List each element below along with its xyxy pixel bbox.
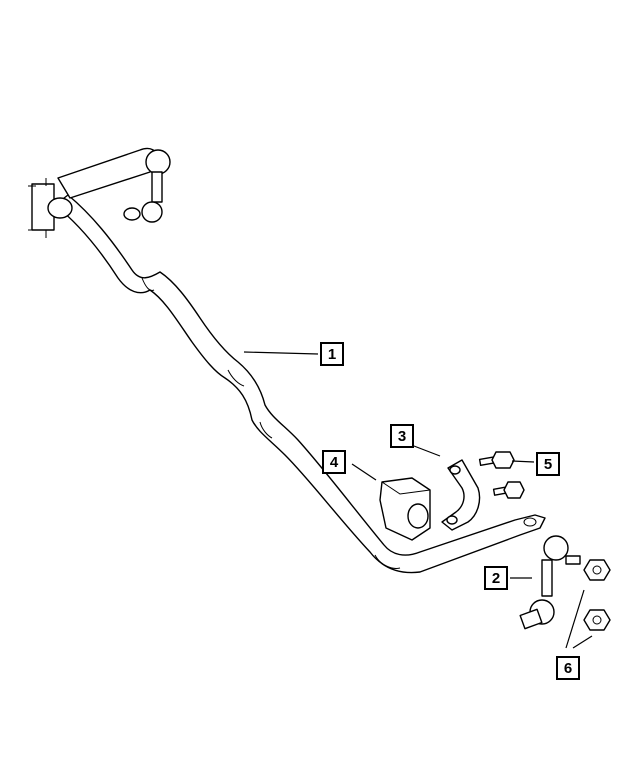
- callout-3: 3: [390, 424, 414, 448]
- nuts: [583, 559, 611, 631]
- callout-5: 5: [536, 452, 560, 476]
- stabilizer-link: [519, 535, 581, 630]
- stabilizer-bar: [54, 194, 546, 574]
- callout-1: 1: [320, 342, 344, 366]
- callout-4: 4: [322, 450, 346, 474]
- bolts: [478, 451, 525, 499]
- left-mount-bracket: [28, 178, 73, 238]
- clamp-bracket: [441, 459, 481, 531]
- upper-link-arm: [57, 147, 171, 223]
- callout-6: 6: [556, 656, 580, 680]
- bushing: [379, 477, 431, 541]
- leader-lines: [243, 351, 593, 649]
- callout-2: 2: [484, 566, 508, 590]
